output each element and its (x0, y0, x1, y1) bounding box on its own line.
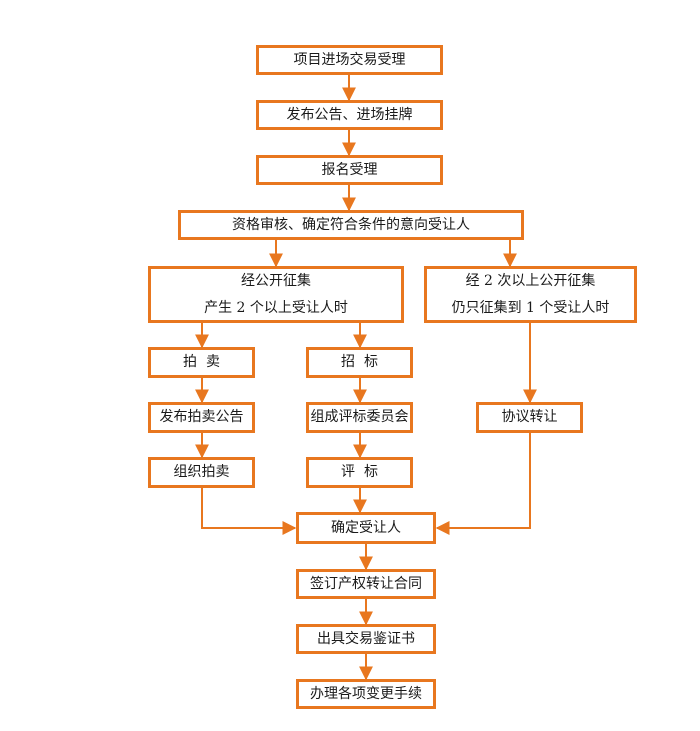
node-negotiation-label: 协议转让 (501, 409, 558, 426)
node-public-multi-line-2: 产生 2 个以上受让人时 (204, 299, 348, 316)
node-public-multi: 经公开征集 产生 2 个以上受让人时 (148, 266, 404, 323)
node-accept-label: 项目进场交易受理 (293, 51, 406, 68)
node-public-multi-line-1: 经公开征集 (241, 272, 311, 289)
node-public-single-line-2: 仍只征集到 1 个受让人时 (451, 299, 610, 316)
node-bid-evaluation-label: 评 标 (341, 464, 378, 481)
node-auction: 拍 卖 (148, 347, 255, 378)
node-bidding-label: 招 标 (341, 354, 378, 371)
node-bidding: 招 标 (306, 347, 413, 378)
node-public-single-line-1: 经 2 次以上公开征集 (465, 272, 596, 289)
node-certificate: 出具交易鉴证书 (296, 624, 436, 654)
node-contract-label: 签订产权转让合同 (310, 575, 422, 592)
node-confirm-label: 确定受让人 (331, 519, 401, 536)
node-bid-evaluation: 评 标 (306, 457, 413, 488)
node-bidding-committee-label: 组成评标委员会 (310, 409, 409, 426)
node-accept: 项目进场交易受理 (256, 45, 443, 75)
node-procedures: 办理各项变更手续 (296, 679, 436, 709)
node-auction-notice: 发布拍卖公告 (148, 402, 255, 433)
node-qualify: 资格审核、确定符合条件的意向受让人 (178, 210, 524, 240)
node-announce-label: 发布公告、进场挂牌 (286, 106, 413, 123)
node-public-single: 经 2 次以上公开征集 仍只征集到 1 个受让人时 (424, 266, 637, 323)
node-negotiation: 协议转让 (476, 402, 583, 433)
arrow-negotiation-to-confirm (435, 433, 531, 535)
node-auction-organize-label: 组织拍卖 (173, 464, 230, 481)
node-auction-organize: 组织拍卖 (148, 457, 255, 488)
node-auction-notice-label: 发布拍卖公告 (159, 409, 244, 426)
node-contract: 签订产权转让合同 (296, 569, 436, 599)
node-qualify-label: 资格审核、确定符合条件的意向受让人 (232, 216, 470, 233)
node-register-label: 报名受理 (321, 161, 378, 178)
node-bidding-committee: 组成评标委员会 (306, 402, 413, 433)
node-procedures-label: 办理各项变更手续 (310, 685, 422, 702)
node-confirm: 确定受让人 (296, 512, 436, 544)
node-auction-label: 拍 卖 (183, 354, 220, 371)
node-announce: 发布公告、进场挂牌 (256, 100, 443, 130)
node-register: 报名受理 (256, 155, 443, 185)
node-certificate-label: 出具交易鉴证书 (317, 630, 415, 647)
arrow-auction-organize-to-confirm (201, 488, 297, 535)
